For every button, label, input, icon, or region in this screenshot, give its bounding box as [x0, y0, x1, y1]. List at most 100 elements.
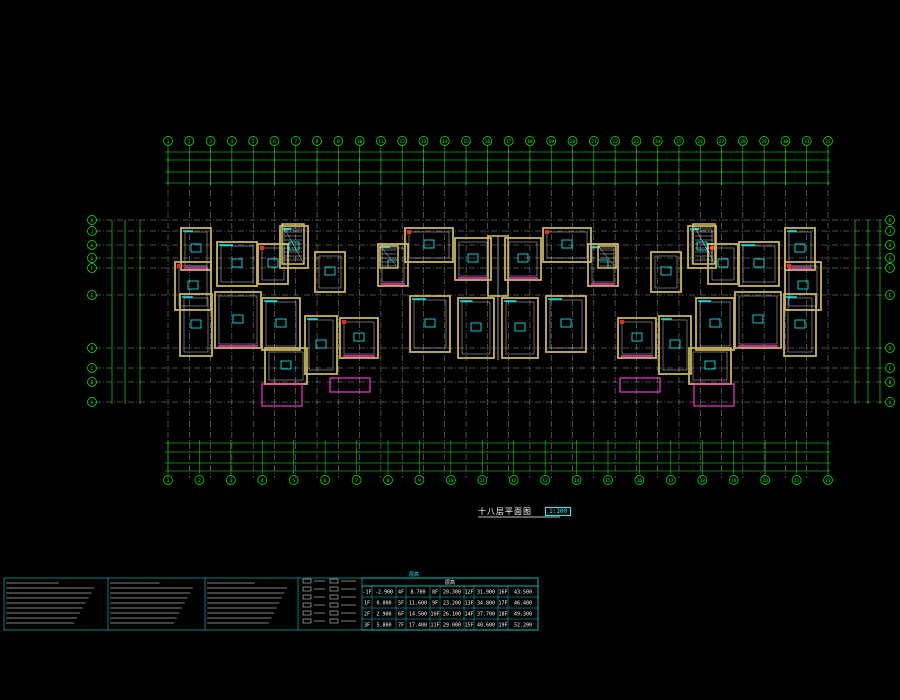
room-label-box — [467, 253, 479, 263]
room-inner — [742, 245, 776, 283]
axis-top-bubble: 2 — [184, 136, 195, 146]
legend-swatch — [302, 594, 312, 600]
axis-bottom-bubble: 22 — [823, 475, 833, 485]
axis-top-bubble: 29 — [759, 136, 769, 146]
room-label-box — [631, 332, 643, 342]
axis-bottom-bubble-label: 16 — [637, 478, 643, 484]
axis-bottom-bubble-label: 2 — [198, 478, 201, 484]
table-cell: 19F — [498, 623, 507, 629]
table-cell: 5F — [398, 601, 404, 607]
room-wall — [784, 261, 822, 311]
room-inner — [408, 231, 450, 259]
room-wall — [783, 293, 817, 357]
room-label-box — [423, 239, 435, 249]
room-inner — [591, 247, 615, 283]
axis-right-bubble: E — [885, 290, 895, 300]
room-label-box — [560, 318, 572, 328]
axis-left-bubble-label: D — [91, 346, 94, 352]
axis-top-bubble-label: 26 — [698, 139, 704, 145]
axis-right-bubble-label: D — [889, 346, 892, 352]
table-cell: 43.500 — [514, 590, 532, 596]
room-inner — [662, 319, 688, 371]
room-wall — [179, 293, 213, 357]
axis-top-bubble: 7 — [290, 136, 301, 146]
axis-top-bubble: 24 — [652, 136, 663, 146]
axis-left-bubble: J — [87, 226, 97, 236]
table-cell: 40.600 — [477, 623, 495, 629]
axis-top-bubble-label: 3 — [209, 139, 212, 145]
axis-right-bubble-label: H — [889, 243, 892, 249]
axis-bottom-bubble-label: 20 — [762, 478, 768, 484]
table-cell: 52.200 — [514, 623, 532, 629]
axis-top-bubble: 8 — [312, 136, 322, 146]
axis-bottom-bubble-label: 1 — [167, 478, 170, 484]
room-label-box — [704, 360, 716, 370]
axis-top-bubble-label: 13 — [421, 139, 427, 145]
axis-bottom-bubble: 17 — [666, 475, 676, 485]
room-wall — [734, 291, 782, 349]
table-cell: 10F — [430, 612, 439, 618]
room-label-box — [424, 318, 436, 328]
axis-left-bubble-label: C — [91, 366, 94, 372]
axis-top-bubble-label: 25 — [676, 139, 682, 145]
room-label-box — [753, 258, 765, 268]
axis-right-bubble: K — [885, 215, 895, 225]
room-wall — [658, 315, 692, 375]
axis-bottom-bubble: 2 — [194, 475, 205, 485]
axis-bottom-bubble-label: 9 — [418, 478, 421, 484]
axis-left-bubble-label: K — [91, 218, 94, 224]
table-cell: 1F — [364, 601, 370, 607]
axis-top-bubble-label: 10 — [357, 139, 363, 145]
axis-top-bubble: 26 — [695, 136, 706, 146]
axis-bottom-bubble: 7 — [351, 475, 362, 485]
axis-bottom-bubble: 14 — [571, 475, 582, 485]
axis-bottom-bubble-label: 7 — [355, 478, 358, 484]
axis-left-bubble-label: A — [91, 400, 94, 406]
axis-bottom-bubble-label: 3 — [229, 478, 232, 484]
axis-top-bubble: 19 — [546, 136, 557, 146]
axis-bottom-bubble: 19 — [728, 475, 739, 485]
level-table-header: 层高 — [409, 572, 420, 578]
axis-top-bubble-label: 11 — [378, 139, 384, 145]
axis-right-bubble-label: B — [889, 380, 892, 386]
room-label-box — [267, 258, 279, 268]
table-cell: 37.700 — [477, 612, 495, 618]
table-cell: 6F — [398, 612, 404, 618]
axis-top-bubble-label: 23 — [634, 139, 640, 145]
axis-top-bubble-label: 28 — [740, 139, 746, 145]
axis-right-bubble: D — [885, 343, 895, 353]
axis-bottom-bubble: 11 — [477, 475, 488, 485]
room-label-box — [470, 322, 482, 332]
axis-bottom-bubble: 13 — [540, 475, 550, 485]
axis-bottom-bubble: 1 — [163, 475, 173, 485]
axis-top-bubble-label: 19 — [549, 139, 555, 145]
axis-bottom-bubble: 4 — [257, 475, 268, 485]
door-mark — [545, 230, 549, 234]
stair-diagonal — [281, 223, 305, 265]
axis-top-bubble-label: 7 — [294, 139, 297, 145]
axis-bottom-bubble-label: 4 — [261, 478, 264, 484]
room-wall — [180, 227, 212, 271]
legend-swatch — [302, 586, 312, 592]
axis-bottom-bubble: 8 — [383, 475, 393, 485]
axis-top-bubble: 9 — [333, 136, 344, 146]
axis-right-bubble: J — [885, 226, 895, 236]
axis-bottom-bubble-label: 5 — [292, 478, 295, 484]
axis-bottom-bubble: 5 — [288, 475, 299, 485]
table-cell: 11F — [430, 623, 439, 629]
axis-top-bubble-label: 18 — [527, 139, 533, 145]
axis-top-bubble-label: 15 — [463, 139, 469, 145]
room-inner — [184, 231, 208, 267]
axis-top-bubble: 21 — [588, 136, 599, 146]
axis-right-bubble-label: A — [889, 400, 892, 406]
door-mark — [342, 320, 346, 324]
room-label-box — [752, 314, 764, 324]
axis-bottom-bubble-label: 15 — [605, 478, 611, 484]
axis-top-bubble: 22 — [610, 136, 620, 146]
axis-top-bubble-label: 4 — [231, 139, 234, 145]
axis-left-bubble: E — [87, 290, 97, 300]
axis-top-bubble: 25 — [674, 136, 684, 146]
